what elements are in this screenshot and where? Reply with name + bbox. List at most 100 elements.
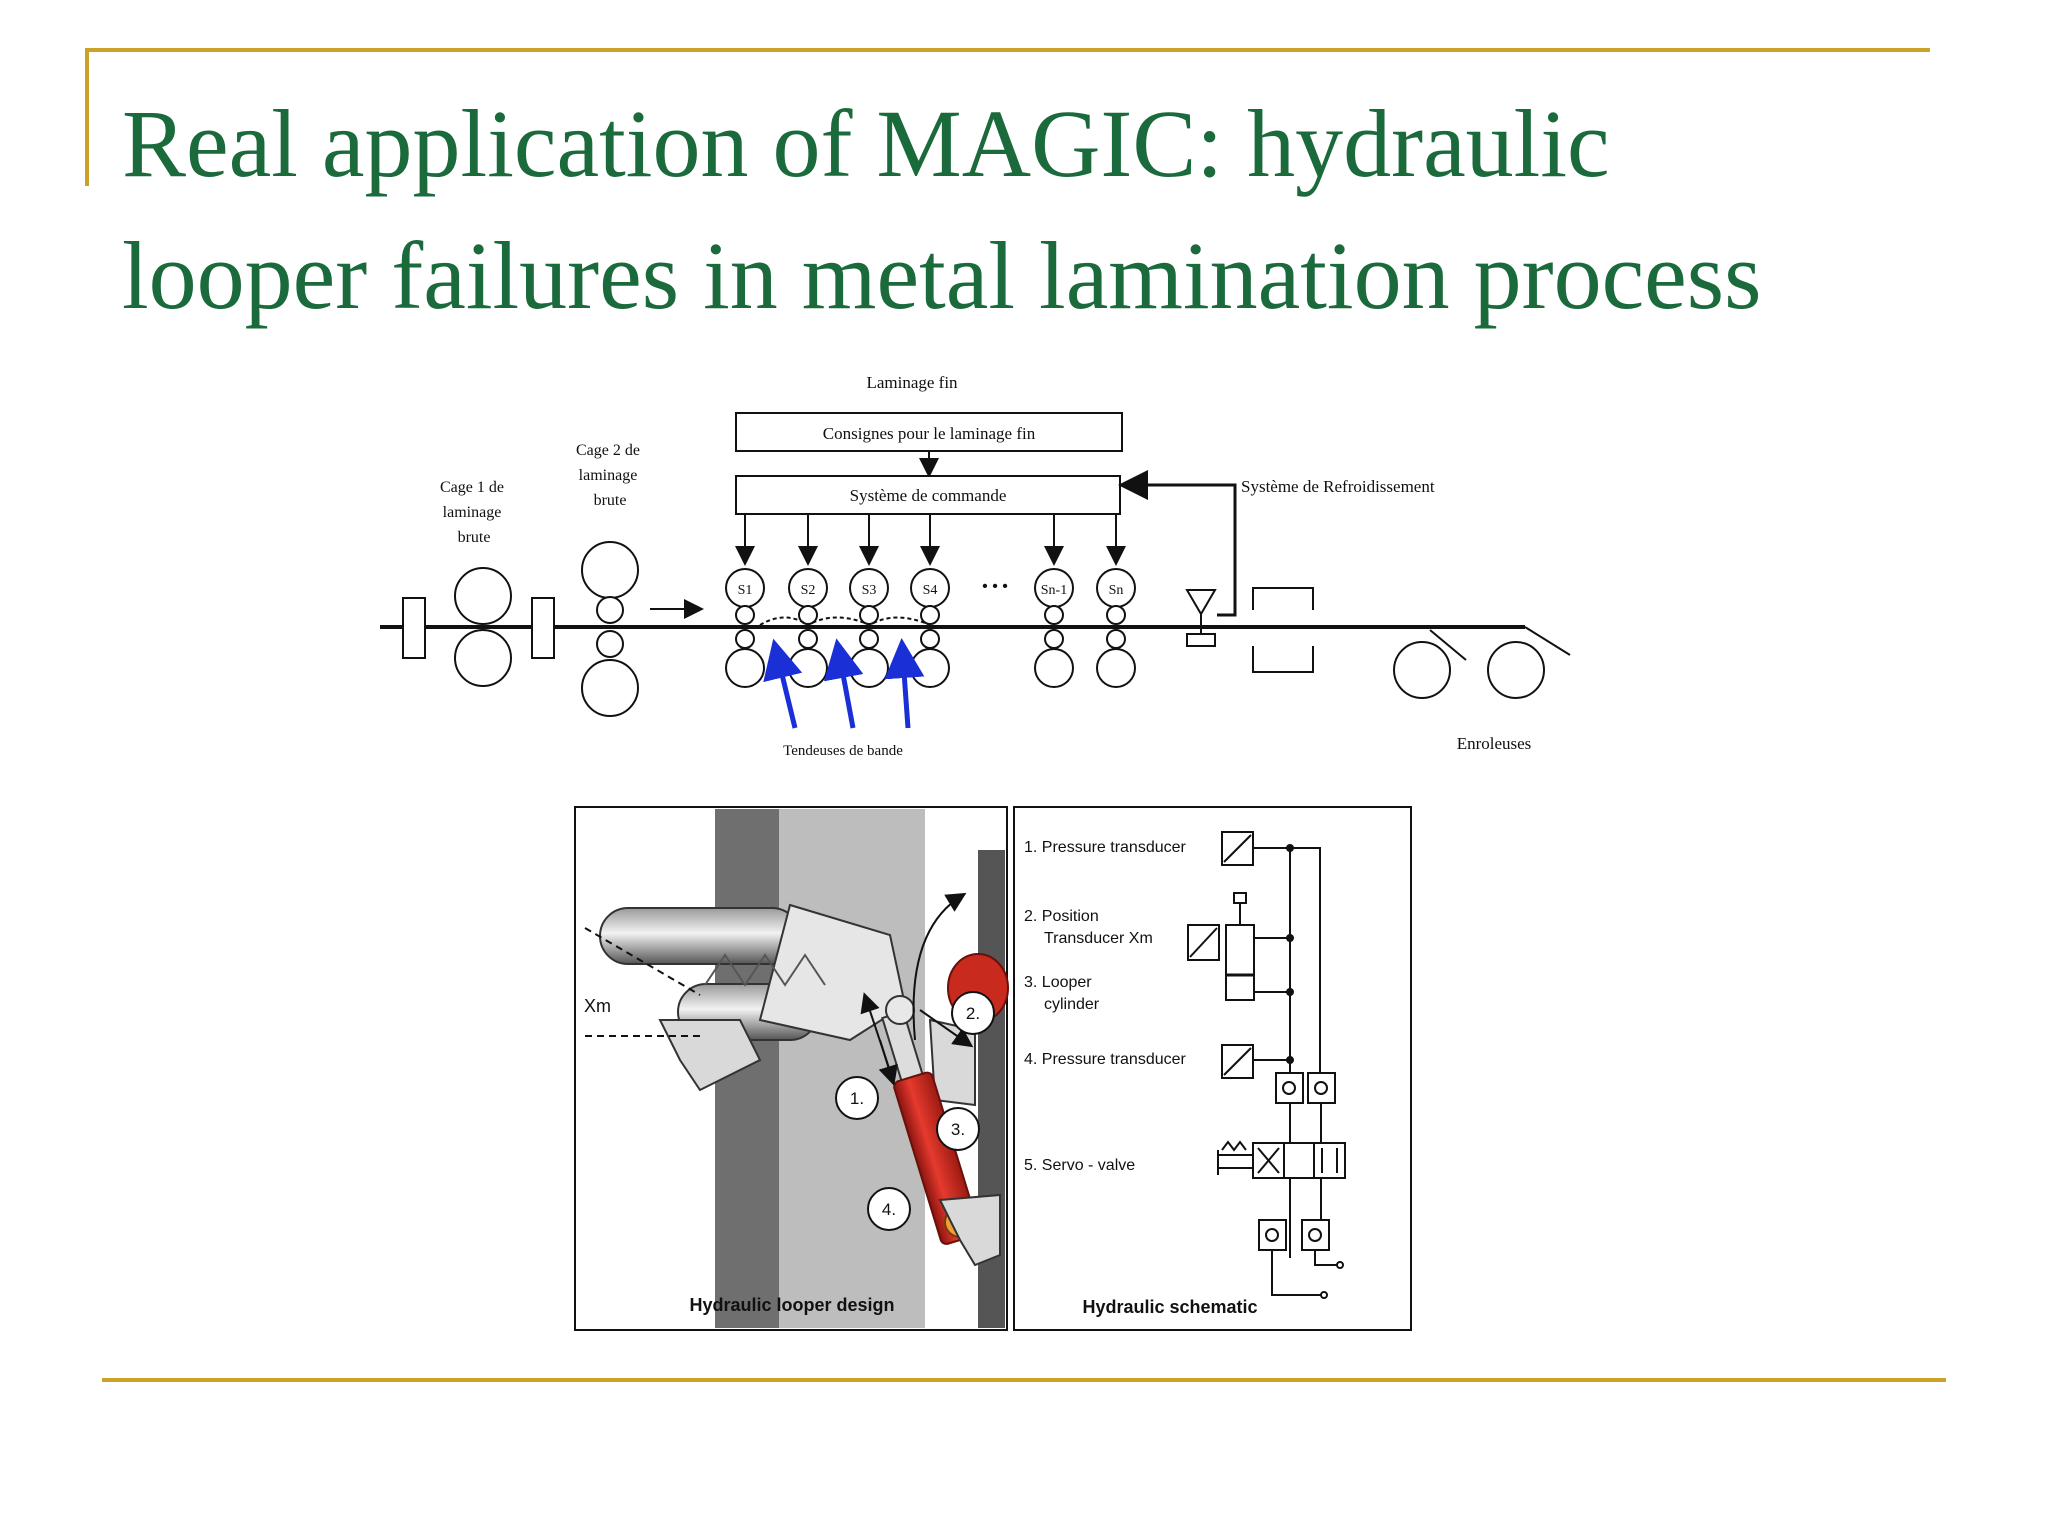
check-valve-1 <box>1275 1072 1304 1104</box>
stand-backup-roll <box>849 648 889 688</box>
stand-lower-work-roll <box>859 629 879 649</box>
cage1-label: Cage 1 de laminage brute <box>440 479 508 546</box>
check-valve-4-ball <box>1308 1228 1322 1242</box>
schematic-cylinder-rod-top <box>1233 892 1247 904</box>
schematic-item-1: 1. Pressure transducer <box>1024 839 1187 856</box>
finishing-stand-3: S3 <box>849 514 889 688</box>
cooling-feedback-line <box>1118 470 1237 617</box>
guide-left <box>402 597 426 659</box>
finishing-stand-1: S1 <box>725 514 765 688</box>
xm-dash-upper <box>584 927 701 996</box>
finishing-stand-6: Sn <box>1096 514 1136 688</box>
callout-3: 3. <box>936 1107 980 1151</box>
schematic-labels: 1. Pressure transducerP2. PositionTransd… <box>1024 839 1250 1174</box>
cooling-nozzle <box>1185 589 1217 616</box>
hydraulic-schematic-panel: 1. Pressure transducerP2. PositionTransd… <box>1013 806 1412 1331</box>
looper-callouts: 1.2.3.4. <box>835 991 995 1231</box>
check-valve-1-ball <box>1282 1081 1296 1095</box>
finishing-stand-5: Sn-1 <box>1034 514 1074 688</box>
pivot-arrow <box>919 1009 974 1048</box>
node-4 <box>1286 1056 1294 1064</box>
rolling-process-diagram: Laminage fin Consignes pour le laminage … <box>380 373 1571 759</box>
callout-circle <box>835 1076 879 1120</box>
title-line-2: looper failures in metal lamination proc… <box>122 222 1762 329</box>
stand-sensor-label: Sn-1 <box>1041 583 1067 598</box>
schematic-frame <box>1013 806 1412 1331</box>
check-valve-2 <box>1307 1072 1336 1104</box>
title-line-1: Real application of MAGIC: hydraulic <box>122 90 1610 197</box>
commande-box <box>735 475 1121 515</box>
stand-lower-work-roll <box>1106 629 1126 649</box>
stand-sensor-label: S2 <box>801 583 816 598</box>
callout-label: 3. <box>951 1120 965 1139</box>
schematic-caption: Hydraulic schematic <box>1082 1297 1257 1317</box>
callout-label: 1. <box>850 1089 864 1108</box>
stand-sensor-label: S3 <box>862 583 877 598</box>
looper-roll-upper <box>599 907 801 965</box>
cage2-top-backup-roll <box>581 541 639 599</box>
cooling-sensor <box>1186 633 1216 647</box>
servo-valve-body <box>1252 1142 1346 1179</box>
return-lines <box>1271 1250 1340 1296</box>
cage2-bottom-backup-roll <box>581 659 639 717</box>
callout-label: 2. <box>966 1004 980 1023</box>
stand-lower-work-roll <box>798 629 818 649</box>
stand-backup-roll <box>1096 648 1136 688</box>
consignes-box-label: Consignes pour le laminage fin <box>823 424 1036 443</box>
looper-bracket <box>658 1019 762 1092</box>
lower-mount <box>938 1193 1001 1267</box>
slide-title: Real application of MAGIC: hydraulic loo… <box>122 78 2002 342</box>
stand-backup-roll <box>788 648 828 688</box>
looper-design-panel: Xm 1.2.3.4. Hydraulic looper design <box>574 806 1009 1331</box>
rotation-arrow <box>912 892 967 1041</box>
top-accent-rule <box>85 48 1930 52</box>
finishing-stands: S1 S2 S3 S4 Sn-1 Sn <box>725 514 1136 688</box>
check-valve-4 <box>1301 1219 1330 1251</box>
port-p <box>1336 1261 1344 1269</box>
stand-backup-roll <box>1034 648 1074 688</box>
stand-lower-work-roll <box>1044 629 1064 649</box>
stand-backup-roll <box>725 648 765 688</box>
tendeuse-arrow-3 <box>884 638 925 729</box>
laminage-fin-label: Laminage fin <box>866 373 958 392</box>
coiler-2 <box>1487 641 1545 699</box>
check-valve-3 <box>1258 1219 1287 1251</box>
stand-upper-work-roll <box>920 605 940 625</box>
schematic-cylinder <box>1225 924 1255 1001</box>
enroleuses-label: Enroleuses <box>1457 734 1532 753</box>
refroidissement-label: Système de Refroidissement <box>1241 477 1435 496</box>
check-valve-3-ball <box>1265 1228 1279 1242</box>
cage2-label: Cage 2 de laminage brute <box>576 442 644 509</box>
check-valve-2-ball <box>1314 1081 1328 1095</box>
callout-circle <box>936 1107 980 1151</box>
strip-exit <box>1524 626 1571 656</box>
servo-valve-cross-2 <box>1257 1147 1280 1174</box>
looper-strip-shape <box>759 616 931 627</box>
servo-lines <box>1289 1103 1322 1258</box>
finishing-stand-4: S4 <box>910 514 950 688</box>
stand-sensor-label: S1 <box>738 583 753 598</box>
schematic-item-4: 4. Pressure transducer <box>1024 1051 1187 1068</box>
node-3 <box>1286 988 1294 996</box>
stand-lower-work-roll <box>920 629 940 649</box>
stand-lower-work-roll <box>735 629 755 649</box>
looper-fins <box>704 953 826 987</box>
stand-upper-work-roll <box>735 605 755 625</box>
runout-box-bottom <box>1252 646 1314 673</box>
position-transducer-diag <box>1189 927 1218 958</box>
stand-upper-work-roll <box>1044 605 1064 625</box>
cage1-upper-roll <box>454 567 512 625</box>
callout-circle <box>867 1187 911 1231</box>
tendeuses-label: Tendeuses de bande <box>783 743 903 759</box>
coiler-1 <box>1393 641 1451 699</box>
finishing-stand-2: S2 <box>788 514 828 688</box>
extension-arrow-back <box>878 1039 898 1086</box>
runout-box-top <box>1252 587 1314 610</box>
left-accent-rule <box>85 48 89 186</box>
bottom-accent-rule <box>102 1378 1946 1382</box>
servo-spring <box>1221 1140 1247 1152</box>
commande-box-label: Système de commande <box>850 486 1007 505</box>
